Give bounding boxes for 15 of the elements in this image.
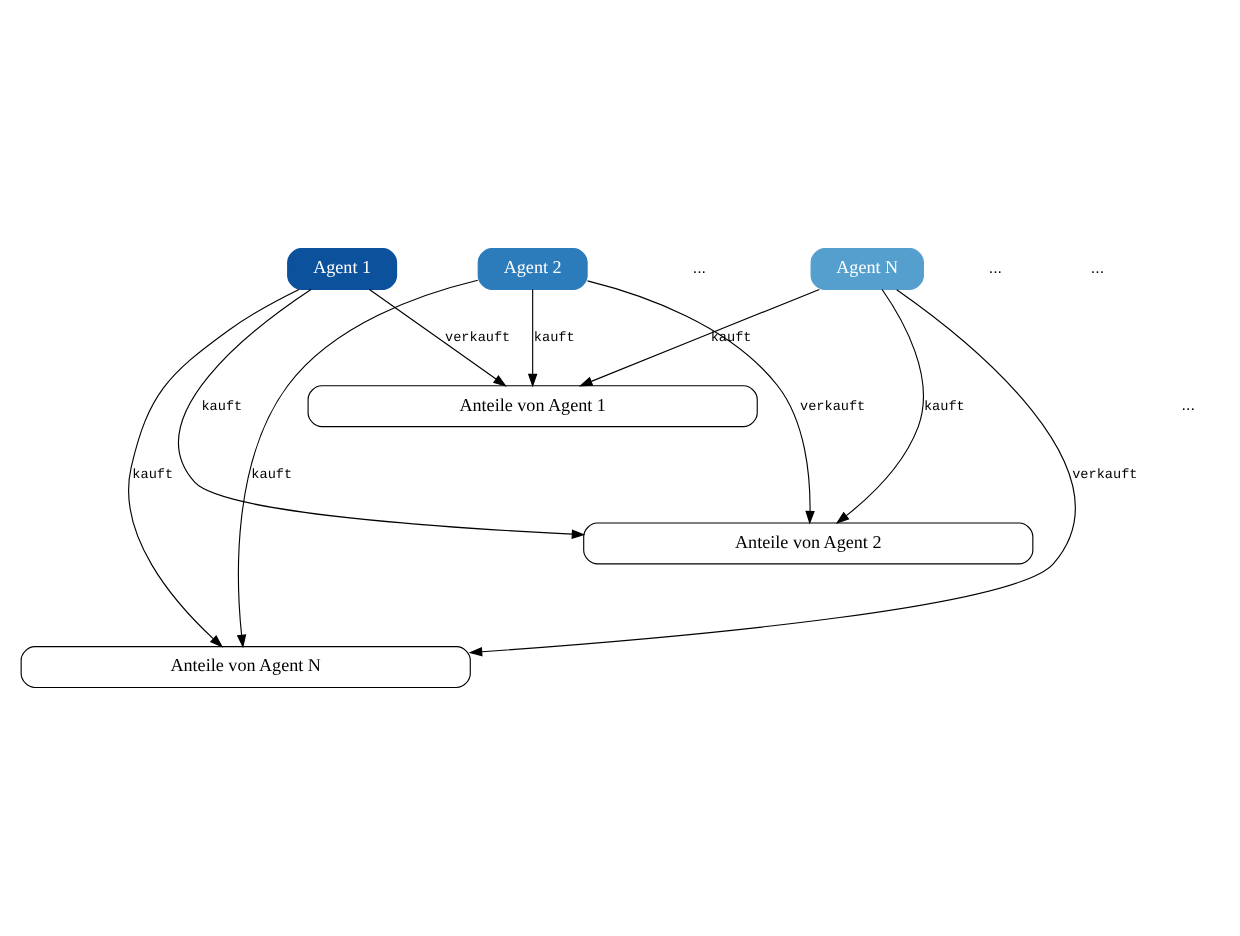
node-box: Anteile von Agent 1 xyxy=(307,385,758,428)
arrow xyxy=(527,288,538,388)
node-box: Agent N xyxy=(810,247,924,290)
node-box: Anteile von Agent 2 xyxy=(583,522,1034,565)
arrow xyxy=(236,279,479,649)
node-box: Agent 2 xyxy=(477,247,588,290)
arrow xyxy=(178,288,586,539)
arrow xyxy=(835,288,924,524)
arrow xyxy=(128,288,300,648)
arrow xyxy=(578,288,820,387)
node-box: Anteile von Agent N xyxy=(20,646,471,689)
arrow xyxy=(368,288,507,387)
node-box: Agent 1 xyxy=(287,247,398,290)
arrow xyxy=(586,280,815,525)
arrow xyxy=(468,289,1076,657)
